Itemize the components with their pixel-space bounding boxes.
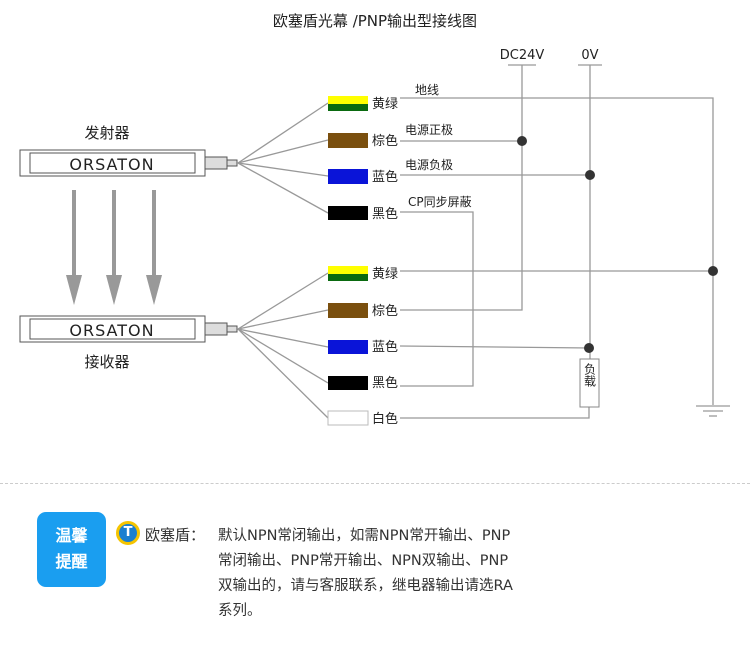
brand-logo-icon: T [116, 521, 140, 545]
diagram-title: 欧塞盾光幕 /PNP输出型接线图 [273, 12, 477, 30]
load-label: 负载 [583, 363, 597, 388]
emitter-wire-yellow-green: 黄绿 [372, 97, 398, 112]
wires [237, 64, 730, 419]
emitter-label: 发射器 [84, 124, 129, 142]
junction-dots [517, 136, 718, 353]
note-text: 默认NPN常闭输出，如需NPN常开输出、PNP常闭输出、PNP常开输出、NPN双… [218, 528, 513, 619]
emitter-wire-brown: 棕色 [372, 133, 398, 149]
func-sync: CP同步屏蔽 [408, 195, 472, 209]
load-box: 负载 [579, 358, 600, 408]
func-positive: 电源正极 [405, 123, 453, 137]
receiver-wire-blue: 蓝色 [372, 339, 398, 355]
dc24v-label: DC24V [500, 48, 545, 63]
wiring-diagram: 欧塞盾光幕 /PNP输出型接线图 DC24V 0V 负载 地线 电源正极 电源负… [19, 12, 730, 427]
emitter-wire-blue: 蓝色 [372, 169, 398, 185]
emitter-bar [19, 149, 238, 177]
receiver-label: 接收器 [84, 353, 129, 371]
tip-line2: 提醒 [55, 552, 88, 571]
receiver-wire-swatches [327, 266, 369, 426]
receiver-wire-white: 白色 [372, 411, 398, 427]
func-ground: 地线 [415, 83, 439, 97]
divider [0, 483, 750, 484]
emitter-wire-swatches [328, 96, 368, 220]
func-negative: 电源负极 [405, 158, 453, 172]
tip-badge: 温馨提醒 [37, 512, 106, 587]
receiver-brand: ORSATON [69, 321, 154, 340]
brand-label: 欧塞盾： [145, 526, 206, 544]
tip-line1: 温馨 [55, 526, 88, 545]
receiver-wire-yellow-green: 黄绿 [372, 267, 398, 282]
light-beam-arrows [66, 190, 162, 305]
0v-label: 0V [581, 48, 598, 63]
emitter-brand: ORSATON [69, 155, 154, 174]
receiver-wire-brown: 棕色 [372, 303, 398, 319]
receiver-wire-black: 黑色 [372, 375, 398, 391]
emitter-wire-black: 黑色 [372, 206, 398, 222]
receiver-bar [19, 315, 238, 343]
